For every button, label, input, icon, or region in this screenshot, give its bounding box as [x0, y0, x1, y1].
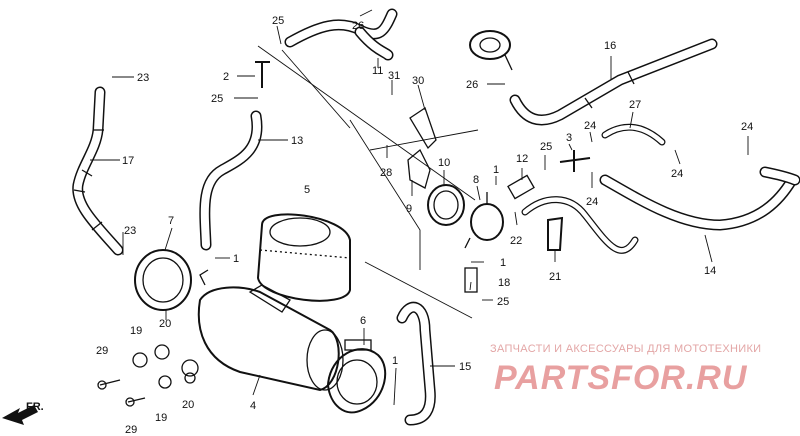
label-29: 29 — [96, 345, 108, 357]
part-18-joint — [464, 267, 478, 293]
part-4-canister — [197, 269, 344, 392]
hose-16 — [509, 38, 718, 126]
label-6: 6 — [360, 315, 366, 327]
part-9-bracket — [407, 148, 431, 189]
hose-11 — [284, 8, 398, 61]
label-4: 4 — [250, 400, 256, 412]
label-24: 24 — [584, 120, 596, 132]
label-31: 31 — [388, 70, 400, 82]
label-1: 1 — [392, 355, 398, 367]
part-5-canister — [256, 213, 351, 302]
part-2-fitting — [255, 61, 270, 88]
hose-22-line — [521, 196, 639, 254]
label-24: 24 — [741, 121, 753, 133]
label-13: 13 — [291, 135, 303, 147]
label-28: 28 — [380, 167, 392, 179]
label-8: 8 — [473, 174, 479, 186]
label-5: 5 — [304, 184, 310, 196]
label-12: 12 — [516, 153, 528, 165]
label-1: 1 — [233, 253, 239, 265]
watermark-caption: ЗАПЧАСТИ И АКСЕССУАРЫ ДЛЯ МОТОТЕХНИКИ — [490, 343, 761, 355]
label-20: 20 — [182, 399, 194, 411]
part-7-ring — [134, 249, 192, 311]
label-29: 29 — [125, 424, 137, 436]
part-6-cap — [326, 339, 387, 414]
label-20: 20 — [159, 318, 171, 330]
label-23: 23 — [137, 72, 149, 84]
label-14: 14 — [704, 265, 716, 277]
leader-lines — [90, 9, 749, 406]
hose-17 — [72, 86, 124, 256]
label-7: 7 — [168, 215, 174, 227]
bolts-29 — [97, 379, 146, 407]
hose-14 — [599, 166, 800, 231]
part-30-bracket — [409, 106, 437, 150]
label-16: 16 — [604, 40, 616, 52]
label-25: 25 — [272, 15, 284, 27]
part-10-clamp — [427, 184, 465, 226]
part-top-pump — [469, 30, 513, 71]
part-12-fitting — [507, 174, 535, 200]
part-3-tee — [559, 150, 591, 172]
label-15: 15 — [459, 361, 471, 373]
label-30: 30 — [412, 75, 424, 87]
watermark-logo: PARTSFOR.RU — [494, 359, 748, 397]
label-24: 24 — [671, 168, 683, 180]
label-19: 19 — [130, 325, 142, 337]
frame-lines — [257, 45, 479, 319]
label-24: 24 — [586, 196, 598, 208]
label-19: 19 — [155, 412, 167, 424]
label-9: 9 — [406, 203, 412, 215]
label-27: 27 — [629, 99, 641, 111]
label-22: 22 — [510, 235, 522, 247]
label-25: 25 — [497, 296, 509, 308]
label-25: 25 — [540, 141, 552, 153]
direction-label: FR. — [26, 401, 44, 413]
hose-13 — [199, 110, 263, 251]
label-21: 21 — [549, 271, 561, 283]
label-26: 26 — [352, 20, 364, 32]
label-3: 3 — [566, 132, 572, 144]
label-23: 23 — [124, 225, 136, 237]
label-1: 1 — [493, 164, 499, 176]
label-1: 1 — [500, 257, 506, 269]
hose-15 — [396, 301, 436, 426]
label-10: 10 — [438, 157, 450, 169]
label-25: 25 — [211, 93, 223, 105]
label-2: 2 — [223, 71, 229, 83]
label-11: 11 — [372, 65, 383, 77]
label-18: 18 — [498, 277, 510, 289]
part-8-valve — [464, 192, 504, 249]
hose-27 — [601, 123, 666, 146]
label-26: 26 — [466, 79, 478, 91]
fasteners-19-20 — [132, 344, 199, 389]
part-labels: 25 26 11 2 25 23 13 17 5 23 7 1 20 19 29… — [96, 15, 753, 436]
label-17: 17 — [122, 155, 134, 167]
part-21-clip — [547, 216, 564, 251]
front-direction-arrow: FR. — [2, 401, 44, 425]
